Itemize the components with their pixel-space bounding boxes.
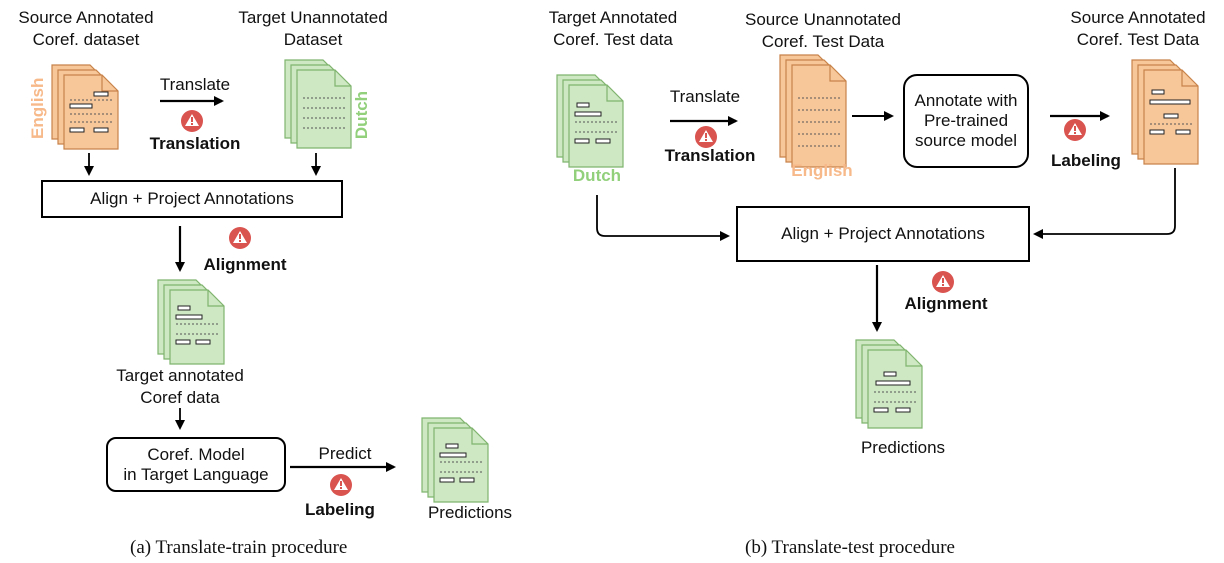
alignment-label: Alignment bbox=[203, 255, 287, 274]
source-annotated-doc-icon bbox=[51, 64, 119, 150]
alignment-label-right: Alignment bbox=[904, 294, 988, 313]
source-dataset-label-line1: Source Annotated bbox=[18, 8, 154, 27]
model-line2: in Target Language bbox=[123, 464, 269, 484]
source-dataset-label-line2: Coref. dataset bbox=[32, 30, 140, 49]
target-test-label-line2: Coref. Test data bbox=[553, 30, 673, 49]
predictions-label: Predictions bbox=[427, 503, 513, 522]
labeling-label: Labeling bbox=[305, 500, 375, 519]
translation-warning-icon bbox=[181, 110, 203, 132]
labeling-warning-icon-right bbox=[1064, 119, 1086, 141]
source-unannotated-doc-icon bbox=[779, 54, 847, 168]
annotate-model-box: Annotate with Pre-trained source model bbox=[903, 74, 1029, 168]
predictions-label-right: Predictions bbox=[860, 438, 946, 457]
target-unannotated-doc-icon bbox=[284, 59, 352, 149]
caption-a: (a) Translate-train procedure bbox=[130, 537, 348, 558]
labeling-label-right: Labeling bbox=[1051, 151, 1121, 170]
annotate-line1: Annotate with bbox=[914, 91, 1018, 110]
source-unannotated-label-line2: Coref. Test Data bbox=[761, 32, 885, 51]
target-dataset-label-line1: Target Unannotated bbox=[238, 8, 388, 27]
dutch-label: Dutch bbox=[352, 90, 371, 140]
annotate-line3: source model bbox=[914, 131, 1018, 150]
coref-model-box: Coref. Model in Target Language bbox=[106, 437, 286, 492]
target-annotated-label-line2: Coref data bbox=[140, 388, 220, 407]
source-unannotated-label-line1: Source Unannotated bbox=[745, 10, 901, 29]
model-line1: Coref. Model bbox=[147, 444, 245, 464]
translation-warning-icon-right bbox=[695, 126, 717, 148]
target-annotated-doc-icon bbox=[157, 279, 225, 365]
annotate-line2: Pre-trained bbox=[923, 111, 1009, 130]
labeling-warning-icon bbox=[330, 474, 352, 496]
translation-label: Translation bbox=[149, 134, 241, 153]
source-annotated-test-label-line1: Source Annotated bbox=[1070, 8, 1206, 27]
target-test-doc-icon bbox=[556, 74, 624, 168]
predictions-doc-icon bbox=[421, 417, 489, 503]
caption-b: (b) Translate-test procedure bbox=[745, 537, 955, 558]
target-dataset-label-line2: Dataset bbox=[283, 30, 343, 49]
source-annotated-test-label-line2: Coref. Test Data bbox=[1076, 30, 1200, 49]
translation-label-right: Translation bbox=[664, 146, 756, 165]
translate-label: Translate bbox=[159, 75, 231, 94]
translate-label-right: Translate bbox=[669, 87, 741, 106]
source-annotated-test-doc-icon bbox=[1131, 59, 1199, 165]
predictions-doc-icon-right bbox=[855, 339, 923, 429]
align-project-box: Align + Project Annotations bbox=[41, 180, 343, 218]
alignment-warning-icon-right bbox=[932, 271, 954, 293]
dutch-label-right: Dutch bbox=[572, 166, 622, 185]
target-annotated-label-line1: Target annotated bbox=[116, 366, 244, 385]
alignment-warning-icon bbox=[229, 227, 251, 249]
english-label: English bbox=[28, 77, 47, 139]
target-test-label-line1: Target Annotated bbox=[548, 8, 678, 27]
predict-label: Predict bbox=[318, 444, 372, 463]
english-label-right: English bbox=[791, 161, 853, 180]
align-project-box-right: Align + Project Annotations bbox=[736, 206, 1030, 262]
